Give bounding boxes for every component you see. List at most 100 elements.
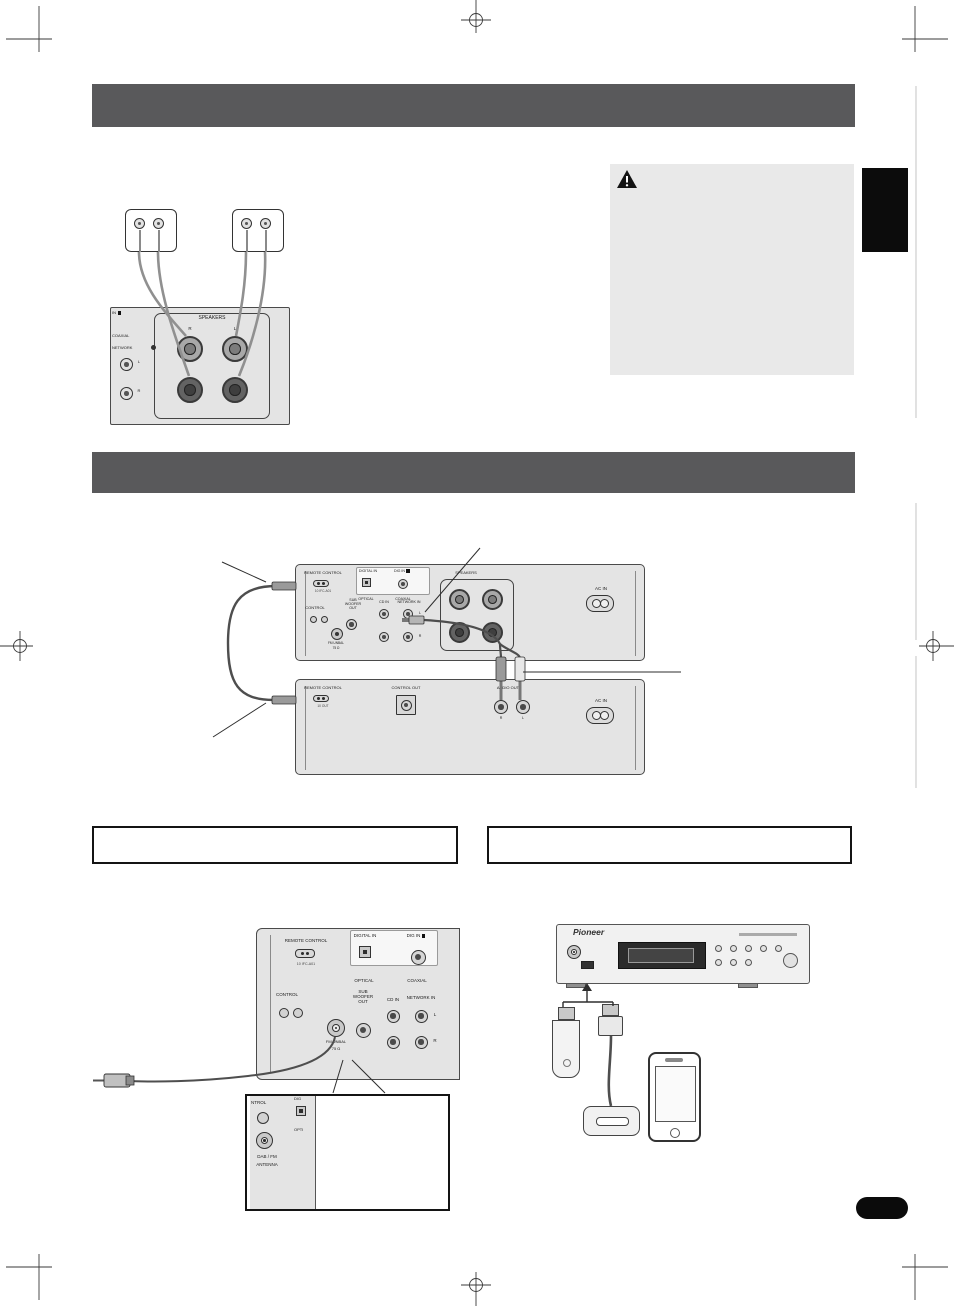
sub-woofer-out-label: SUB WOOFER OUT bbox=[344, 598, 362, 611]
r-channel-label: R bbox=[188, 326, 192, 331]
smartphone bbox=[648, 1052, 701, 1142]
coaxial-label: COAXIAL bbox=[407, 978, 427, 983]
optical-connector bbox=[359, 946, 371, 958]
coaxial-label: COAXIAL bbox=[395, 597, 411, 601]
subwoofer-jack bbox=[346, 619, 357, 630]
warning-triangle-icon bbox=[617, 170, 637, 188]
usb-memory bbox=[552, 1020, 580, 1078]
speaker-terminal bbox=[241, 218, 252, 229]
control-jack bbox=[279, 1008, 289, 1018]
page-number-badge bbox=[856, 1197, 908, 1219]
phone-home-button bbox=[670, 1128, 680, 1138]
front-button bbox=[745, 945, 752, 952]
panel-foot bbox=[566, 983, 586, 988]
front-button bbox=[715, 945, 722, 952]
panel-foot bbox=[738, 983, 758, 988]
control-jack bbox=[321, 616, 328, 623]
fm-ohm-label: 75 Ω bbox=[331, 1046, 341, 1051]
digital-in-label: DIGITAL IN bbox=[353, 933, 377, 938]
speaker-block-outline bbox=[154, 313, 270, 419]
speakers-label: SPEAKERS bbox=[198, 315, 226, 321]
speaker-terminal-box-right bbox=[232, 209, 284, 252]
remote-note: 10 OUT bbox=[317, 704, 329, 708]
remote-control-jack bbox=[313, 580, 329, 587]
fm-unbal-label: FM UNBAL bbox=[325, 1039, 347, 1044]
square-icon bbox=[421, 934, 426, 938]
terminal-lead bbox=[246, 230, 248, 252]
speakers-label: SPEAKERS bbox=[455, 570, 477, 575]
ac-in-label: AC IN bbox=[594, 698, 607, 703]
rca-jack bbox=[120, 387, 133, 400]
coaxial-jack bbox=[410, 949, 426, 965]
player-rear-panel bbox=[295, 679, 645, 775]
audio-out-jack-r bbox=[494, 700, 508, 714]
control-out-jack bbox=[400, 699, 412, 711]
dock-connector-slot bbox=[596, 1117, 629, 1126]
cd-in-jack-r bbox=[386, 1035, 400, 1049]
front-button bbox=[730, 945, 737, 952]
panel-edge-line bbox=[305, 686, 306, 770]
dab-fm-label: DAB / FM bbox=[257, 1154, 277, 1159]
network-in-jack-r bbox=[414, 1035, 428, 1049]
cd-in-jack-r bbox=[379, 632, 389, 642]
subwoofer-jack bbox=[355, 1022, 371, 1038]
usb-cable bbox=[607, 1035, 613, 1107]
r-label: R bbox=[418, 634, 422, 638]
l-label: L bbox=[433, 1012, 437, 1017]
dig-in-label: DIG IN bbox=[400, 933, 432, 938]
sub-woofer-out-label: SUB WOOFER OUT bbox=[352, 989, 374, 1005]
panel-edge-line bbox=[635, 686, 636, 770]
cd-in-label: CD IN bbox=[386, 997, 400, 1002]
binding-post bbox=[449, 589, 470, 610]
binding-post bbox=[482, 589, 503, 610]
rca-jack bbox=[120, 358, 133, 371]
network-in-label: NETWORK IN bbox=[406, 995, 436, 1000]
terminal-lead bbox=[139, 230, 141, 252]
front-button bbox=[745, 959, 752, 966]
r-label: R bbox=[433, 1038, 437, 1043]
binding-post bbox=[177, 377, 203, 403]
speaker-terminal bbox=[260, 218, 271, 229]
optical-connector bbox=[362, 578, 371, 587]
phone-screen bbox=[655, 1066, 696, 1122]
square-icon bbox=[117, 311, 121, 315]
antenna-plug-collar bbox=[125, 1075, 135, 1086]
speaker-terminal-box-left bbox=[125, 209, 177, 252]
control-label: CONTROL bbox=[305, 605, 325, 610]
optical-connector bbox=[296, 1106, 306, 1116]
fm-unbal-label: FM UNBAL bbox=[327, 641, 345, 645]
usb-port bbox=[581, 961, 594, 969]
binding-post bbox=[449, 622, 470, 643]
cd-in-jack-l bbox=[379, 609, 389, 619]
optical-label: OPTICAL bbox=[354, 978, 374, 983]
l-label: L bbox=[137, 359, 141, 364]
dab-fm-antenna-jack bbox=[256, 1132, 273, 1149]
audio-out-jack-l bbox=[516, 700, 530, 714]
digital-in-label: DIGITAL IN bbox=[358, 569, 378, 573]
fm-antenna-jack bbox=[327, 1019, 345, 1037]
front-button bbox=[715, 959, 722, 966]
control-out-label: CONTROL OUT bbox=[391, 685, 421, 690]
ac-inlet bbox=[586, 707, 614, 724]
fm-antenna-jack bbox=[331, 628, 343, 640]
antenna-label: ANTENNA bbox=[256, 1162, 278, 1167]
r-label: R bbox=[499, 716, 503, 720]
remote-control-cable bbox=[226, 581, 297, 705]
mini-plug bbox=[271, 695, 297, 705]
network-in-jack-l bbox=[403, 609, 413, 619]
control-jack bbox=[293, 1008, 303, 1018]
optical-label: OPTICAL bbox=[358, 597, 374, 601]
front-button bbox=[775, 945, 782, 952]
ac-in-label: AC IN bbox=[594, 586, 607, 591]
ac-inlet bbox=[586, 595, 614, 612]
coaxial-jack bbox=[398, 579, 408, 589]
dig-in-label: DIG IN bbox=[390, 569, 414, 573]
fm-ohm-label: 75 Ω bbox=[332, 646, 340, 650]
l-label: L bbox=[522, 716, 524, 720]
player-front-panel: Pioneer bbox=[556, 924, 810, 984]
audio-out-label: AUDIO OUT bbox=[496, 685, 520, 690]
cd-in-label: CD IN bbox=[379, 600, 389, 604]
partial-dig-label: DIG bbox=[294, 1096, 302, 1101]
speaker-terminal bbox=[134, 218, 145, 229]
